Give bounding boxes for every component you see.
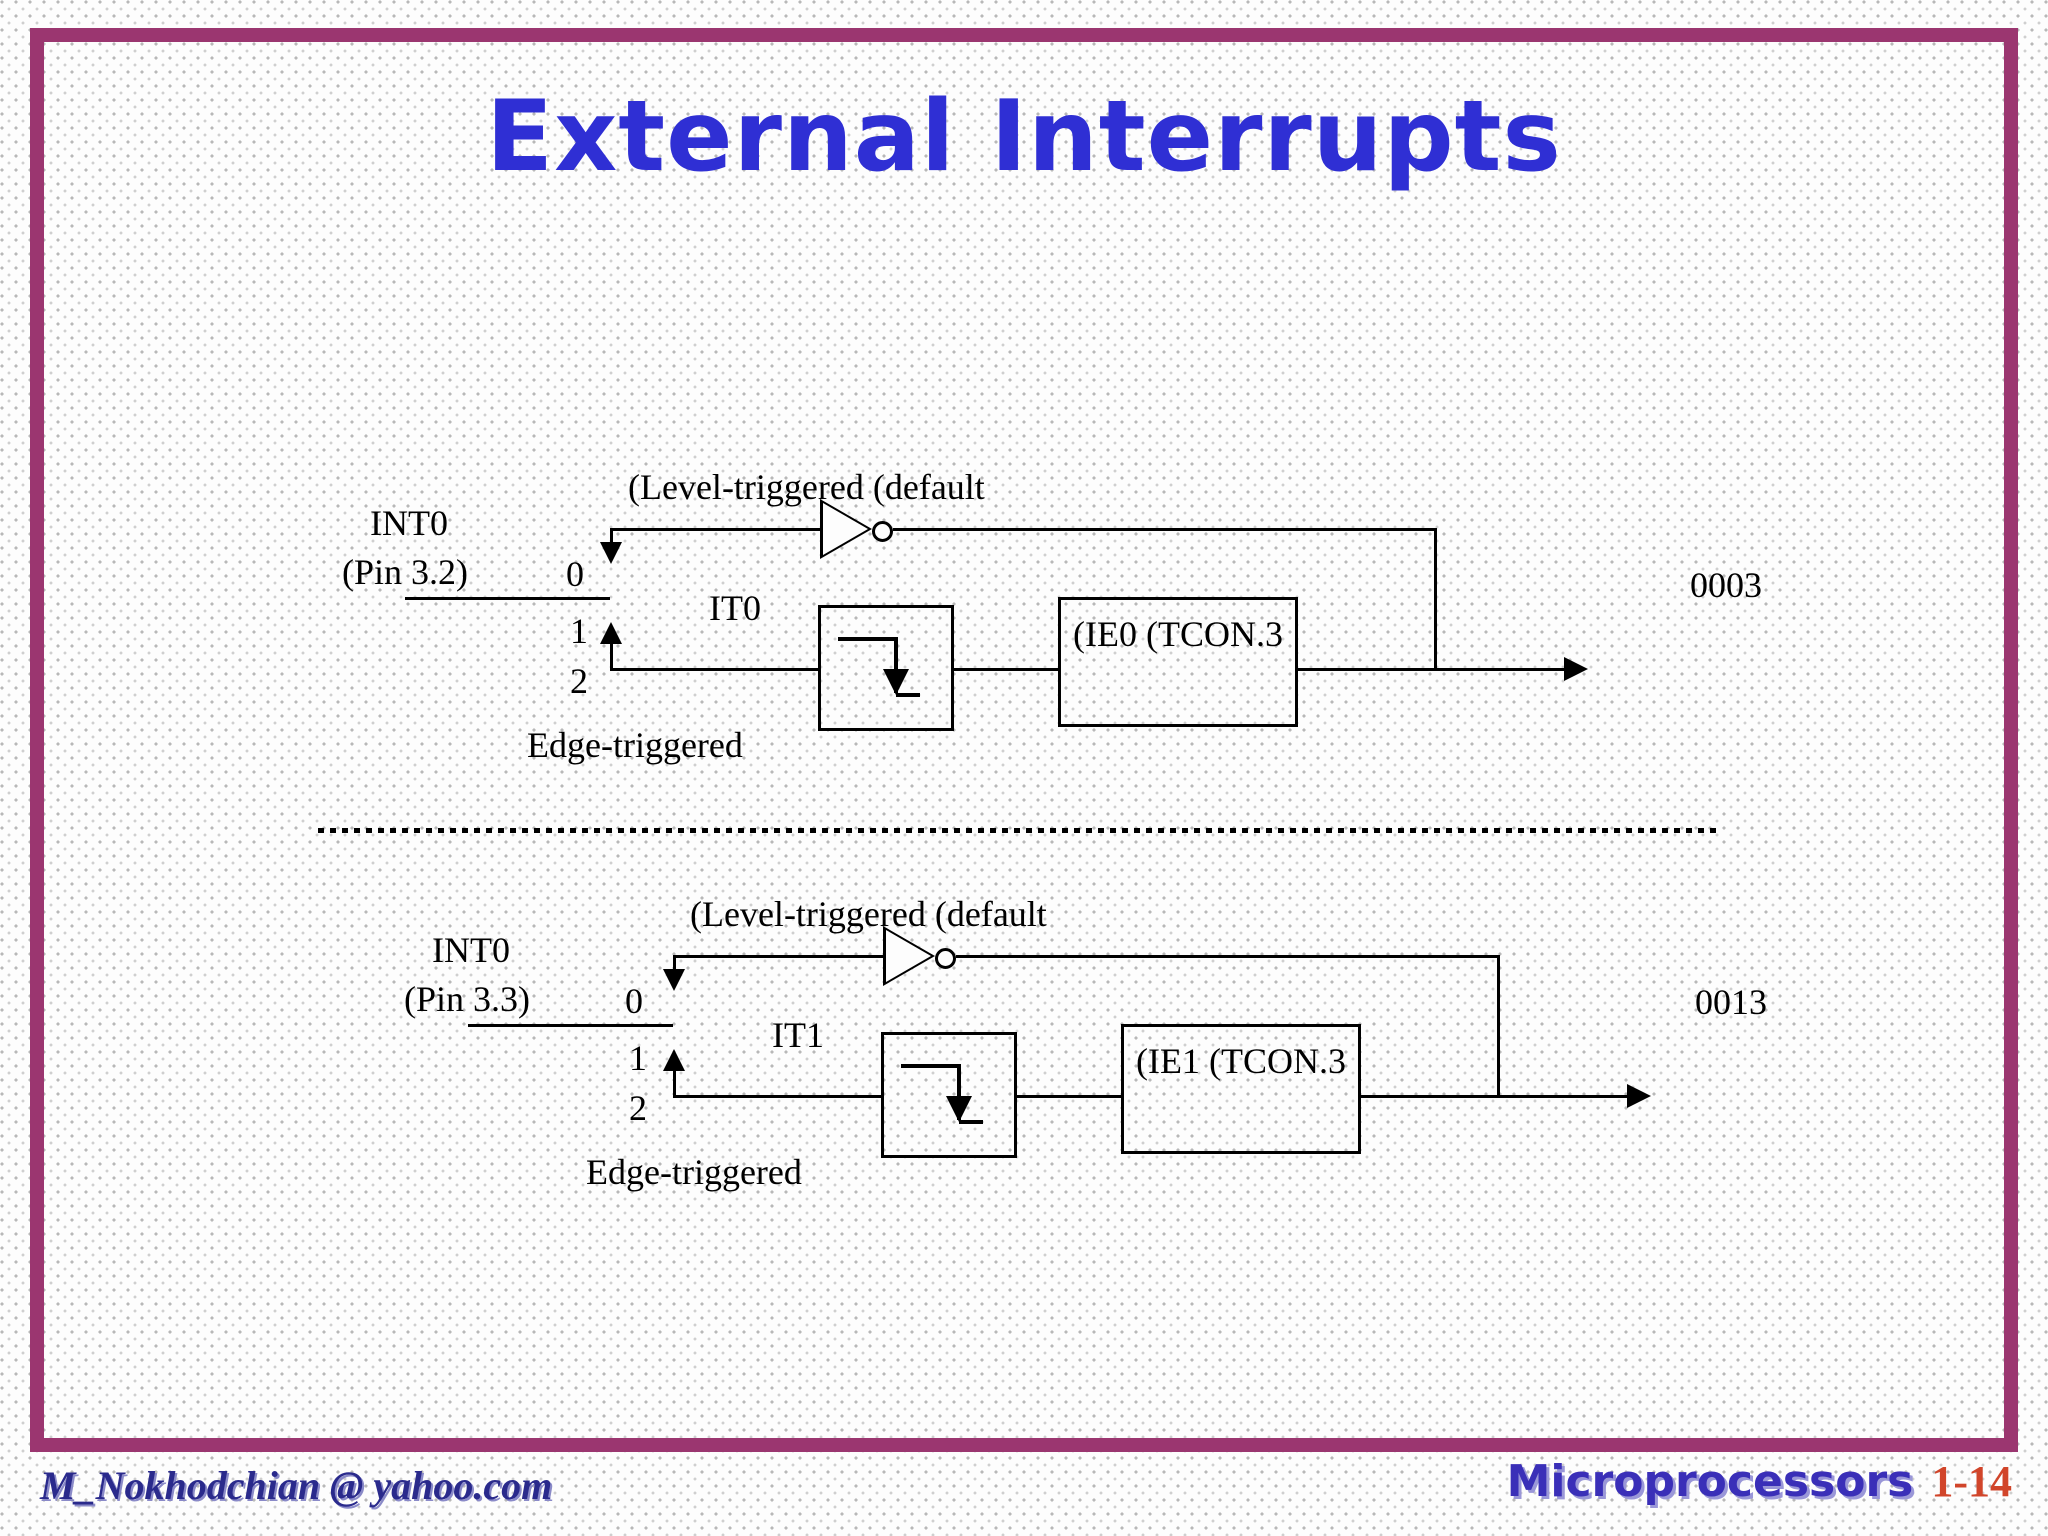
int0-flag-box-label: (IE0 (TCON.3 bbox=[1073, 614, 1283, 654]
int0-signal-label: INT0 bbox=[370, 503, 448, 543]
int0-inverter-bubble bbox=[872, 521, 893, 542]
footer-course-name: Microprocessors bbox=[1506, 1456, 1914, 1507]
int0-option12-arrowhead bbox=[600, 622, 622, 644]
int0-level-wire-right bbox=[893, 528, 1434, 531]
int1-output-wire bbox=[1497, 1095, 1627, 1098]
int1-edge-wire-in bbox=[673, 1095, 881, 1098]
int0-edge-glyph-falling-edge bbox=[894, 637, 898, 693]
int0-merge-vertical bbox=[1434, 528, 1437, 670]
int1-inverter-triangle-fill bbox=[886, 930, 931, 982]
int1-pin-label: (Pin 3.3) bbox=[404, 979, 530, 1019]
int0-selector-option-0: 0 bbox=[566, 554, 584, 594]
int1-merge-vertical bbox=[1497, 955, 1500, 1097]
int0-inverter-triangle-fill bbox=[823, 503, 868, 555]
int0-edge-triggered-label: Edge-triggered bbox=[527, 725, 743, 765]
int0-edge-glyph-high-level bbox=[838, 637, 896, 641]
int0-edge-to-flag-wire bbox=[954, 668, 1058, 671]
int0-selector-option-2: 2 bbox=[570, 661, 588, 701]
int1-option12-arrowhead bbox=[663, 1049, 685, 1071]
int1-edge-to-flag-wire bbox=[1017, 1095, 1121, 1098]
int0-flag-box bbox=[1058, 597, 1298, 727]
int0-edge-wire-in bbox=[610, 668, 818, 671]
int1-edge-glyph-low-level bbox=[959, 1120, 983, 1124]
int1-option0-arrowhead bbox=[663, 969, 685, 991]
int0-output-arrowhead bbox=[1564, 657, 1588, 681]
int0-selector-bar bbox=[405, 597, 610, 600]
page-title: External Interrupts bbox=[486, 80, 1562, 194]
int1-selector-option-2: 2 bbox=[629, 1088, 647, 1128]
int1-edge-triggered-label: Edge-triggered bbox=[586, 1152, 802, 1192]
footer-email: M_Nokhodchian @ yahoo.com bbox=[40, 1463, 553, 1508]
int1-inverter-bubble bbox=[935, 948, 956, 969]
int1-edge-glyph-arrowhead bbox=[946, 1096, 972, 1122]
int1-level-wire-right bbox=[956, 955, 1497, 958]
int0-pin-label: (Pin 3.2) bbox=[342, 552, 468, 592]
int1-selector-option-0: 0 bbox=[625, 981, 643, 1021]
section-divider bbox=[318, 828, 1718, 833]
int0-edge-glyph-low-level bbox=[896, 693, 920, 697]
int1-vector-address: 0013 bbox=[1695, 982, 1767, 1022]
int0-flag-to-output-wire bbox=[1298, 668, 1438, 671]
int1-edge-glyph-falling-edge bbox=[957, 1064, 961, 1120]
int1-it1-label: IT1 bbox=[772, 1015, 824, 1055]
int1-edge-glyph-high-level bbox=[901, 1064, 959, 1068]
int0-output-wire bbox=[1434, 668, 1564, 671]
int0-level-wire-left bbox=[610, 528, 820, 531]
int1-flag-to-output-wire bbox=[1361, 1095, 1501, 1098]
int0-edge-glyph-arrowhead bbox=[883, 669, 909, 695]
int1-diagram: INT0 (Pin 3.3) 0 1 2 (Level-triggered (d… bbox=[404, 894, 1767, 1192]
footer-right-group: Microprocessors 1-14 bbox=[1507, 1456, 2012, 1507]
int0-edge-detector-box bbox=[818, 605, 954, 731]
int1-selector-option-1: 1 bbox=[629, 1038, 647, 1078]
int0-level-triggered-label: (Level-triggered (default bbox=[628, 467, 985, 507]
int0-selector-option-1: 1 bbox=[570, 611, 588, 651]
int0-option0-stub bbox=[610, 528, 613, 550]
int1-level-triggered-label: (Level-triggered (default bbox=[690, 894, 1047, 934]
int1-option12-stub bbox=[673, 1071, 676, 1095]
int1-signal-label: INT0 bbox=[432, 930, 510, 970]
int1-flag-box-label: (IE1 (TCON.3 bbox=[1136, 1041, 1346, 1081]
int0-it0-label: IT0 bbox=[709, 588, 761, 628]
int0-vector-address: 0003 bbox=[1690, 565, 1762, 605]
int0-diagram: INT0 (Pin 3.2) 0 1 2 (Level-triggered (d… bbox=[342, 467, 1762, 765]
int1-flag-box bbox=[1121, 1024, 1361, 1154]
int0-option12-stub bbox=[610, 644, 613, 668]
int1-output-arrowhead bbox=[1627, 1084, 1651, 1108]
int1-option0-stub bbox=[673, 955, 676, 977]
int1-level-wire-left bbox=[673, 955, 883, 958]
int1-edge-detector-box bbox=[881, 1032, 1017, 1158]
int0-option0-arrowhead bbox=[600, 542, 622, 564]
footer-page-number: 1-14 bbox=[1931, 1457, 2012, 1506]
int1-selector-bar bbox=[468, 1024, 673, 1027]
